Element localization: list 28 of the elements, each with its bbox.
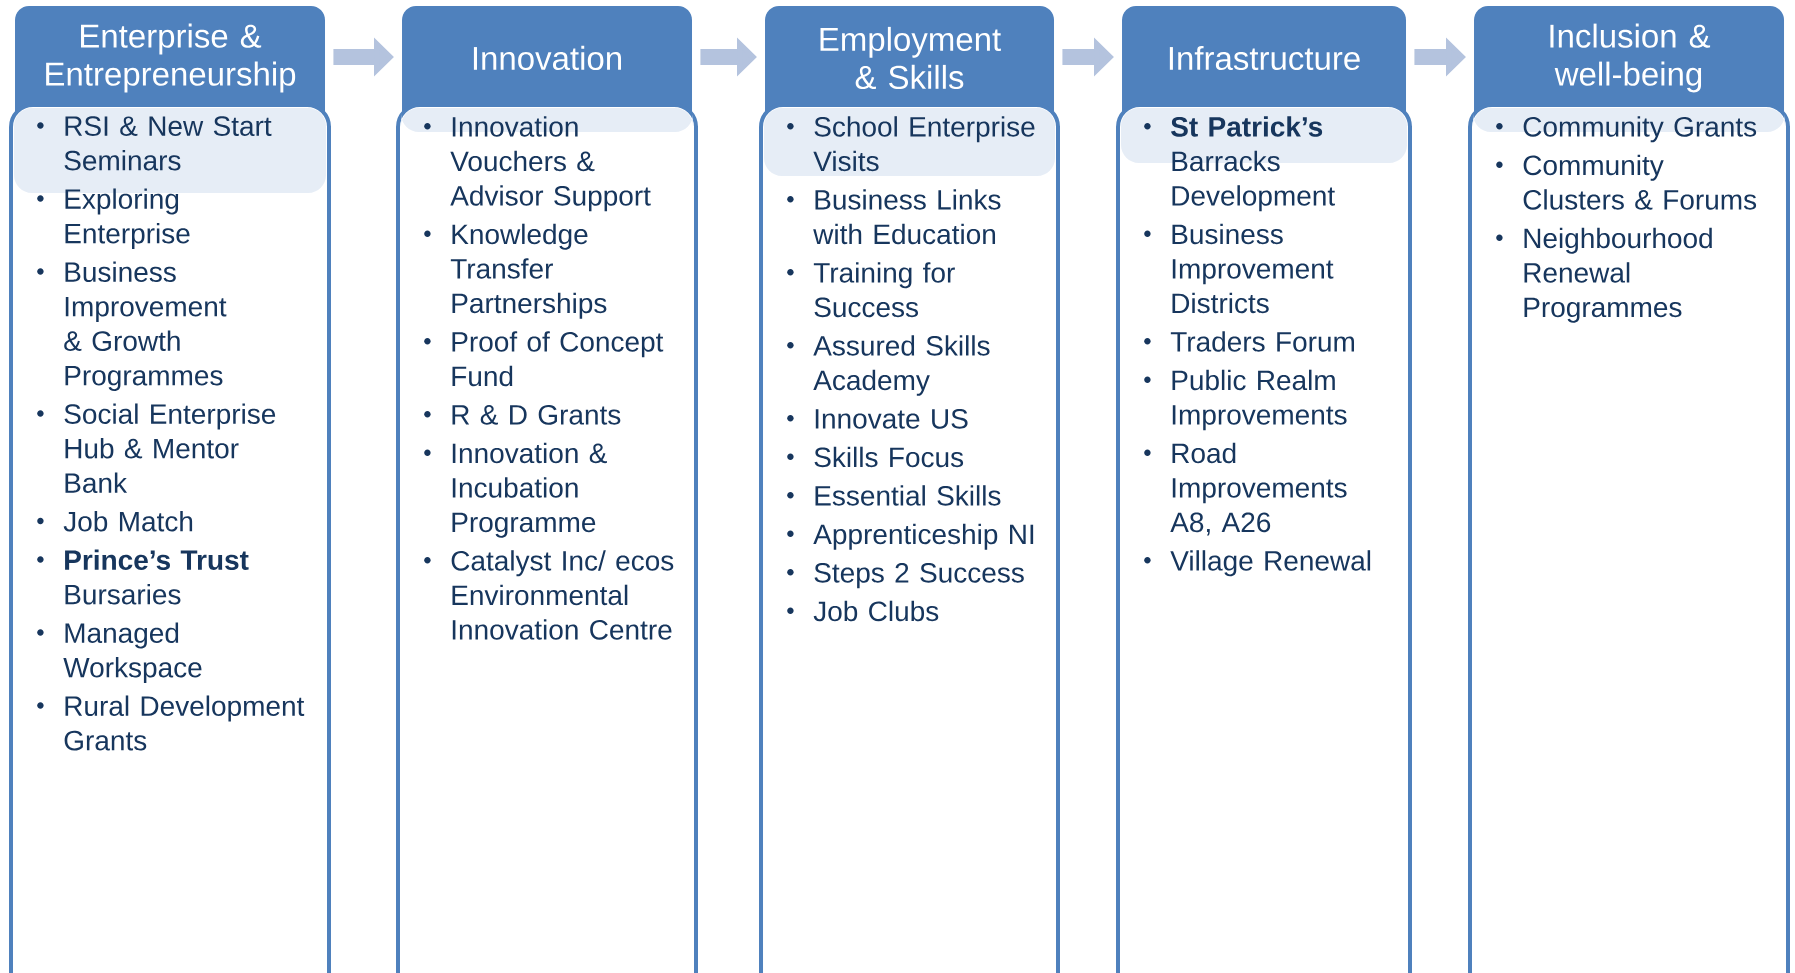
- list-item: Neighbourhood Renewal Programmes: [1496, 227, 1712, 323]
- list-item: Rural Development Grants: [37, 695, 305, 751]
- list-item: Business Links with Education: [787, 189, 1001, 245]
- list-item: Assured Skills Academy: [787, 335, 990, 396]
- list-item: Catalyst Inc/ ecos Environmental Innovation Centre: [424, 550, 674, 640]
- list-item: Business Improvement & Growth Programmes: [37, 261, 227, 392]
- list-item: Public Realm Improvements: [1144, 369, 1347, 431]
- list-item: Community Clusters & Forums: [1496, 154, 1757, 210]
- list-item: Apprenticeship NI: [787, 523, 1034, 550]
- list-item: Village Renewal: [1144, 550, 1371, 577]
- list-item: Skills Focus: [787, 446, 964, 468]
- list-item: Exploring Enterprise: [37, 188, 190, 250]
- list-item: Steps 2 Success: [787, 562, 1024, 589]
- list-item: Road Improvements A8, A26: [1144, 442, 1347, 536]
- list-item: Job Match: [37, 510, 193, 532]
- list-item: Social Enterprise Hub & Mentor Bank: [37, 403, 276, 493]
- list-item: R & D Grants: [424, 404, 621, 425]
- list-item: Business Improvement Districts: [1144, 223, 1334, 314]
- list-item: Traders Forum: [1144, 331, 1354, 352]
- list-item: Managed Workspace: [37, 622, 202, 684]
- list-item: Essential Skills: [787, 485, 1001, 506]
- list-item: Proof of Concept Fund: [424, 331, 664, 387]
- list-item: Job Clubs: [787, 600, 939, 622]
- list-item: Knowledge Transfer Partnerships: [424, 223, 607, 319]
- list-item: Prince’s Trust Bursaries: [37, 549, 249, 605]
- list-item: Training for Success: [787, 262, 955, 318]
- list-item: Innovate US: [787, 408, 968, 429]
- list-item: Innovation & Incubation Programme: [424, 442, 607, 538]
